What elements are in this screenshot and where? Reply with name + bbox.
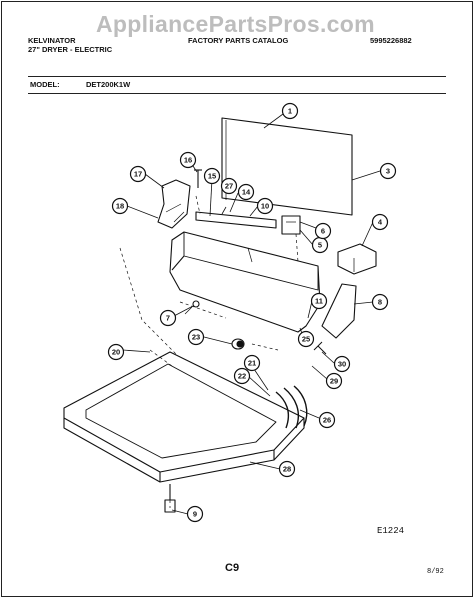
callout-28: 28 (278, 460, 296, 478)
product-label: 27" DRYER - ELECTRIC (28, 45, 113, 54)
svg-text:9: 9 (193, 510, 197, 519)
svg-text:1: 1 (288, 107, 292, 116)
end-cap (321, 283, 357, 339)
callout-16: 16 (179, 151, 197, 169)
back-panel (221, 117, 353, 216)
callout-3: 3 (379, 162, 397, 180)
callout-1: 1 (281, 102, 299, 120)
callout-9: 9 (186, 505, 204, 523)
screw-16 (194, 169, 202, 188)
catalog-date: 8/92 (427, 568, 444, 576)
callout-29: 29 (325, 372, 343, 390)
svg-text:3: 3 (386, 167, 390, 176)
watermark: AppliancePartsPros.com (96, 11, 375, 37)
svg-text:18: 18 (116, 202, 124, 211)
callout-27: 27 (220, 177, 238, 195)
model-label: MODEL: (30, 80, 60, 89)
svg-text:29: 29 (330, 377, 338, 386)
knob (231, 338, 245, 350)
callout-18: 18 (111, 197, 129, 215)
svg-text:27: 27 (225, 182, 233, 191)
wire-harness (275, 385, 308, 429)
svg-text:10: 10 (261, 202, 269, 211)
callout-23: 23 (187, 328, 205, 346)
svg-text:7: 7 (166, 314, 170, 323)
svg-text:15: 15 (208, 172, 216, 181)
control-console (169, 231, 321, 333)
callout-4: 4 (371, 213, 389, 231)
figure-code: E1224 (377, 526, 405, 536)
svg-text:26: 26 (323, 416, 331, 425)
dryer-top (63, 351, 305, 483)
top-strip (195, 211, 277, 229)
switch-block (281, 215, 301, 235)
brand-label: KELVINATOR (28, 36, 76, 45)
svg-text:25: 25 (302, 335, 310, 344)
svg-text:23: 23 (192, 333, 200, 342)
callout-26: 26 (318, 411, 336, 429)
part-number: 5995226882 (370, 36, 412, 45)
callout-8: 8 (371, 293, 389, 311)
svg-text:22: 22 (238, 372, 246, 381)
callout-17: 17 (129, 165, 147, 183)
svg-text:4: 4 (378, 218, 383, 227)
callout-6: 6 (314, 222, 332, 240)
callout-25: 25 (297, 330, 315, 348)
small-screw (184, 300, 200, 315)
svg-text:20: 20 (112, 348, 120, 357)
catalog-title: FACTORY PARTS CATALOG (188, 36, 289, 45)
svg-text:16: 16 (184, 156, 192, 165)
svg-text:28: 28 (283, 465, 291, 474)
model-rule (28, 93, 446, 94)
callout-11: 11 (310, 292, 328, 310)
svg-text:21: 21 (248, 359, 256, 368)
callout-14: 14 (237, 183, 255, 201)
callout-10: 10 (256, 197, 274, 215)
svg-text:8: 8 (378, 298, 382, 307)
svg-text:30: 30 (338, 360, 346, 369)
control-module (337, 243, 377, 275)
callout-21: 21 (243, 354, 261, 372)
callout-5: 5 (311, 236, 329, 254)
callout-15: 15 (203, 167, 221, 185)
model-value: DET200K1W (86, 80, 131, 89)
svg-text:17: 17 (134, 170, 142, 179)
callout-7: 7 (159, 309, 177, 327)
svg-text:11: 11 (315, 297, 323, 306)
svg-text:5: 5 (318, 241, 322, 250)
svg-text:6: 6 (321, 227, 325, 236)
callout-22: 22 (233, 367, 251, 385)
header-rule (28, 76, 446, 77)
left-bracket (157, 179, 191, 229)
svg-text:14: 14 (242, 188, 251, 197)
callout-30: 30 (333, 355, 351, 373)
callout-20: 20 (107, 343, 125, 361)
page-number: C9 (225, 562, 240, 574)
